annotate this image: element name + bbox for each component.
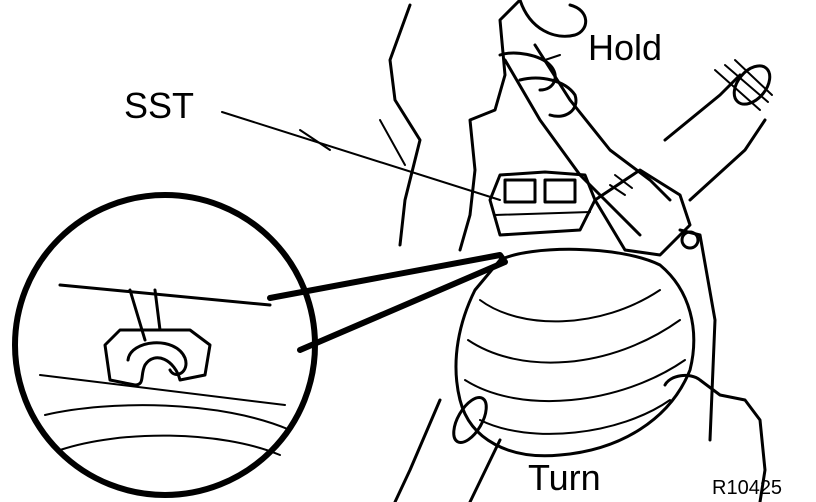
- wrench-knurl: [609, 174, 633, 196]
- boot-fold-4: [479, 399, 671, 435]
- boot-fold-1: [479, 289, 661, 323]
- sst-label: SST: [124, 85, 194, 126]
- turn-label: Turn: [528, 457, 601, 498]
- shaft-lower-edge: [688, 118, 767, 202]
- callout-surface-line: [58, 283, 272, 307]
- sst-body: [488, 170, 597, 237]
- finger-outline-1: [498, 51, 557, 92]
- cv-boot-illustration: [393, 247, 696, 502]
- boot-fold-2: [467, 319, 681, 364]
- wrench-handle-left: [503, 58, 642, 237]
- wrench-handle-right: [533, 43, 672, 202]
- callout-clamp-shape: [103, 328, 212, 387]
- callout-circle: [12, 192, 318, 498]
- knuckle-line: [544, 54, 561, 61]
- axle-collar: [452, 396, 488, 444]
- sleeve-crease-1: [299, 129, 331, 151]
- finger-outline-2: [518, 76, 578, 118]
- wrench-head: [593, 168, 692, 257]
- callout-curve-2: [59, 434, 281, 456]
- lever-pivot: [680, 230, 700, 250]
- sst-bolt-left: [503, 178, 537, 204]
- callout-tab-lines: [128, 288, 162, 342]
- sst-edge-line: [494, 211, 591, 216]
- forearm-right-outline: [458, 0, 522, 252]
- hold-label: Hold: [588, 27, 662, 68]
- shaft-upper-edge: [663, 73, 742, 142]
- sst-leader-line: [221, 111, 501, 201]
- boot-outline: [454, 247, 696, 458]
- wrench-illustration: [503, 43, 692, 257]
- axle-upper-edge: [393, 398, 442, 502]
- sst-bolt-right: [543, 178, 577, 204]
- axle-lower-edge: [468, 438, 502, 502]
- boot-fold-3: [464, 359, 686, 402]
- sleeve-crease-2: [379, 119, 406, 166]
- lower-hand-outline: [663, 373, 767, 502]
- figure-code-label: R10425: [712, 477, 782, 499]
- drive-shaft-illustration: [663, 59, 773, 202]
- thumb-outline: [518, 0, 588, 38]
- lower-lever-arm: [678, 228, 717, 442]
- lower-hand-illustration: [663, 228, 767, 502]
- callout-band-line: [39, 374, 286, 406]
- callout-clamp-loop: [126, 341, 188, 376]
- callout-pointer: [267, 252, 508, 353]
- magnified-callout: [12, 192, 508, 498]
- callout-curve-1: [44, 404, 291, 431]
- shaft-end: [732, 64, 772, 106]
- sst-tool: [488, 170, 597, 237]
- upper-hand-illustration: [299, 0, 588, 252]
- forearm-left-outline: [388, 3, 422, 247]
